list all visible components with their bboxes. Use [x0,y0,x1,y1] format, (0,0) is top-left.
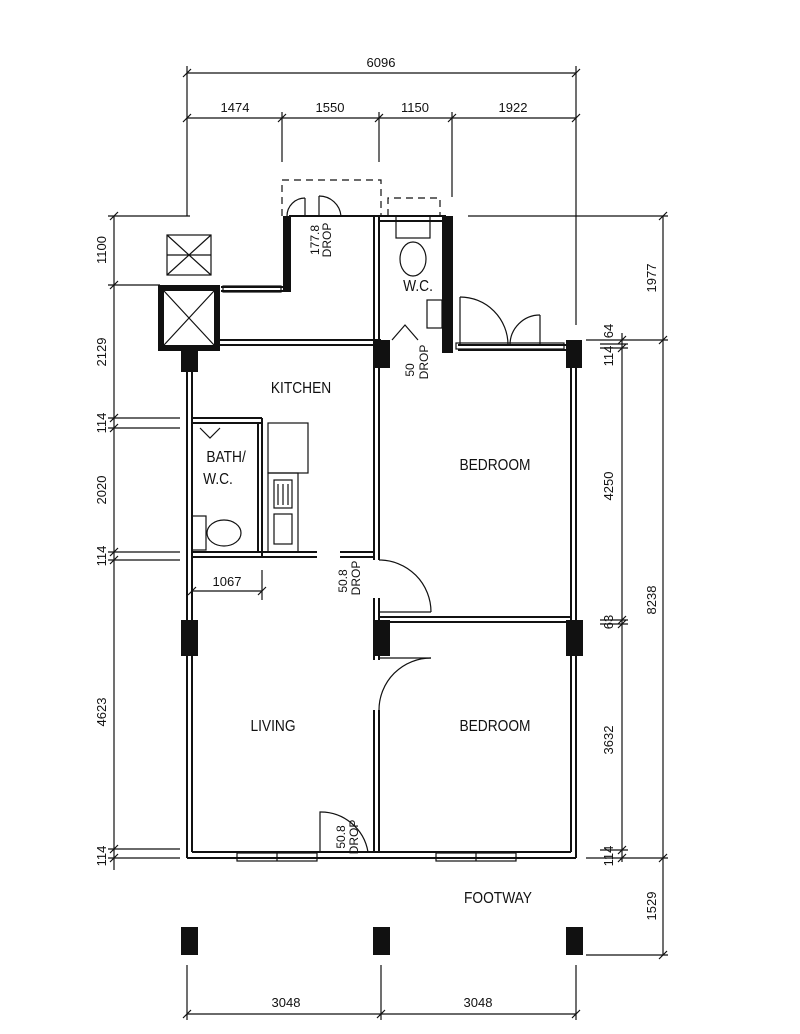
dim-left-5: 114 [94,546,109,567]
room-label-bath-line2: W.C. [203,470,233,488]
walls [186,215,577,859]
dim-top-seg-4: 1922 [499,100,528,115]
dim-bath-width: 1067 [213,574,242,589]
bottom-dimension-lines [182,965,581,1020]
dim-bottom-2: 3048 [464,995,493,1010]
dim-left-2: 2129 [94,338,109,367]
dim-left-3: 114 [94,413,109,434]
room-label-wc: W.C. [403,277,433,295]
room-label-living: LIVING [250,717,295,735]
dim-right-inner-6: 114 [601,846,616,867]
dim-right-outer-1: 1977 [644,264,659,293]
dim-top-seg-1: 1474 [221,100,250,115]
drop-service-value: 177.8 [308,225,322,255]
dim-left-4: 2020 [94,476,109,505]
dim-left-1: 1100 [94,236,109,264]
top-dimension-lines [182,66,581,325]
dim-right-outer-3: 1529 [644,892,659,921]
drop-wc-label: DROP [417,345,431,380]
dim-right-outer-2: 8238 [644,586,659,615]
dim-right-inner-1: 114 [601,346,616,367]
drop-kitchen-value: 50.8 [336,569,350,593]
room-label-bedroom-lower: BEDROOM [459,717,530,735]
drop-living-label: DROP [347,820,361,855]
service-shafts [158,234,220,351]
room-label-bedroom-upper: BEDROOM [459,456,530,474]
dashed-ledges [281,179,441,216]
dim-top-total: 6096 [367,55,396,70]
dim-top-seg-2: 1550 [316,100,345,115]
drop-living-value: 50.8 [334,825,348,849]
dim-bottom-1: 3048 [272,995,301,1010]
dim-right-inner-2: 64 [601,324,616,338]
dim-top-seg-3: 1150 [401,100,429,115]
dim-left-6: 4623 [94,698,109,727]
dim-right-inner-3: 4250 [601,472,616,501]
room-label-bath-line1: BATH/ [206,448,246,466]
drop-kitchen-label: DROP [349,561,363,596]
drop-wc-value: 50 [403,363,417,377]
left-dimension-lines [108,211,190,870]
fixtures [191,215,443,553]
columns [181,216,583,955]
windows [222,285,565,862]
right-dimension-lines [468,211,668,960]
dim-right-inner-5: 3632 [601,726,616,755]
doors [199,195,541,853]
drop-service-label: DROP [320,223,334,258]
room-label-kitchen: KITCHEN [271,379,331,397]
dim-right-inner-4: 63 [601,615,616,629]
bath-width-dimension [187,570,267,600]
label-footway: FOOTWAY [464,889,532,907]
dim-left-7: 114 [94,846,109,867]
